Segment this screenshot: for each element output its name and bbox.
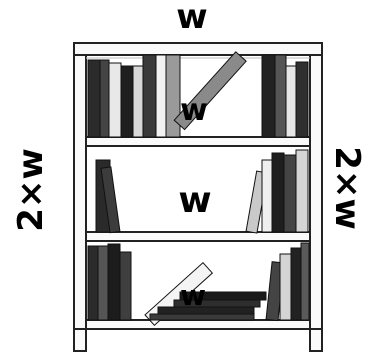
shelf-1 <box>86 137 310 146</box>
shelf-2 <box>86 232 310 241</box>
book <box>296 62 308 137</box>
top-width-label: w <box>176 0 207 37</box>
right-side-panel <box>310 55 322 351</box>
book <box>280 254 291 320</box>
right-foot <box>310 329 322 351</box>
book <box>291 248 301 320</box>
shelf-bottom-label: w <box>180 279 206 312</box>
book <box>98 246 108 320</box>
flat-book <box>158 307 254 314</box>
shelf-middle-label: w <box>178 180 211 221</box>
left-foot <box>74 329 86 351</box>
book <box>275 55 286 137</box>
book <box>262 160 272 232</box>
book <box>133 66 143 137</box>
shelf-3 <box>86 320 310 329</box>
flat-book <box>150 314 254 320</box>
book <box>109 63 121 137</box>
book <box>120 252 131 320</box>
book <box>262 55 275 137</box>
book <box>121 66 133 137</box>
book <box>296 150 308 232</box>
book <box>108 244 120 320</box>
top-board <box>74 43 322 55</box>
book <box>272 153 284 232</box>
left-height-label: 2×w <box>11 148 51 232</box>
book <box>100 60 109 137</box>
book <box>166 55 180 137</box>
book <box>143 55 156 137</box>
book <box>286 66 296 137</box>
left-side-panel <box>74 55 86 351</box>
book <box>301 243 309 320</box>
book <box>156 55 166 137</box>
right-height-label: 2×w <box>327 146 367 230</box>
shelf-top-label: w <box>180 93 208 128</box>
book <box>284 155 296 232</box>
book <box>88 60 100 137</box>
book <box>88 246 98 320</box>
